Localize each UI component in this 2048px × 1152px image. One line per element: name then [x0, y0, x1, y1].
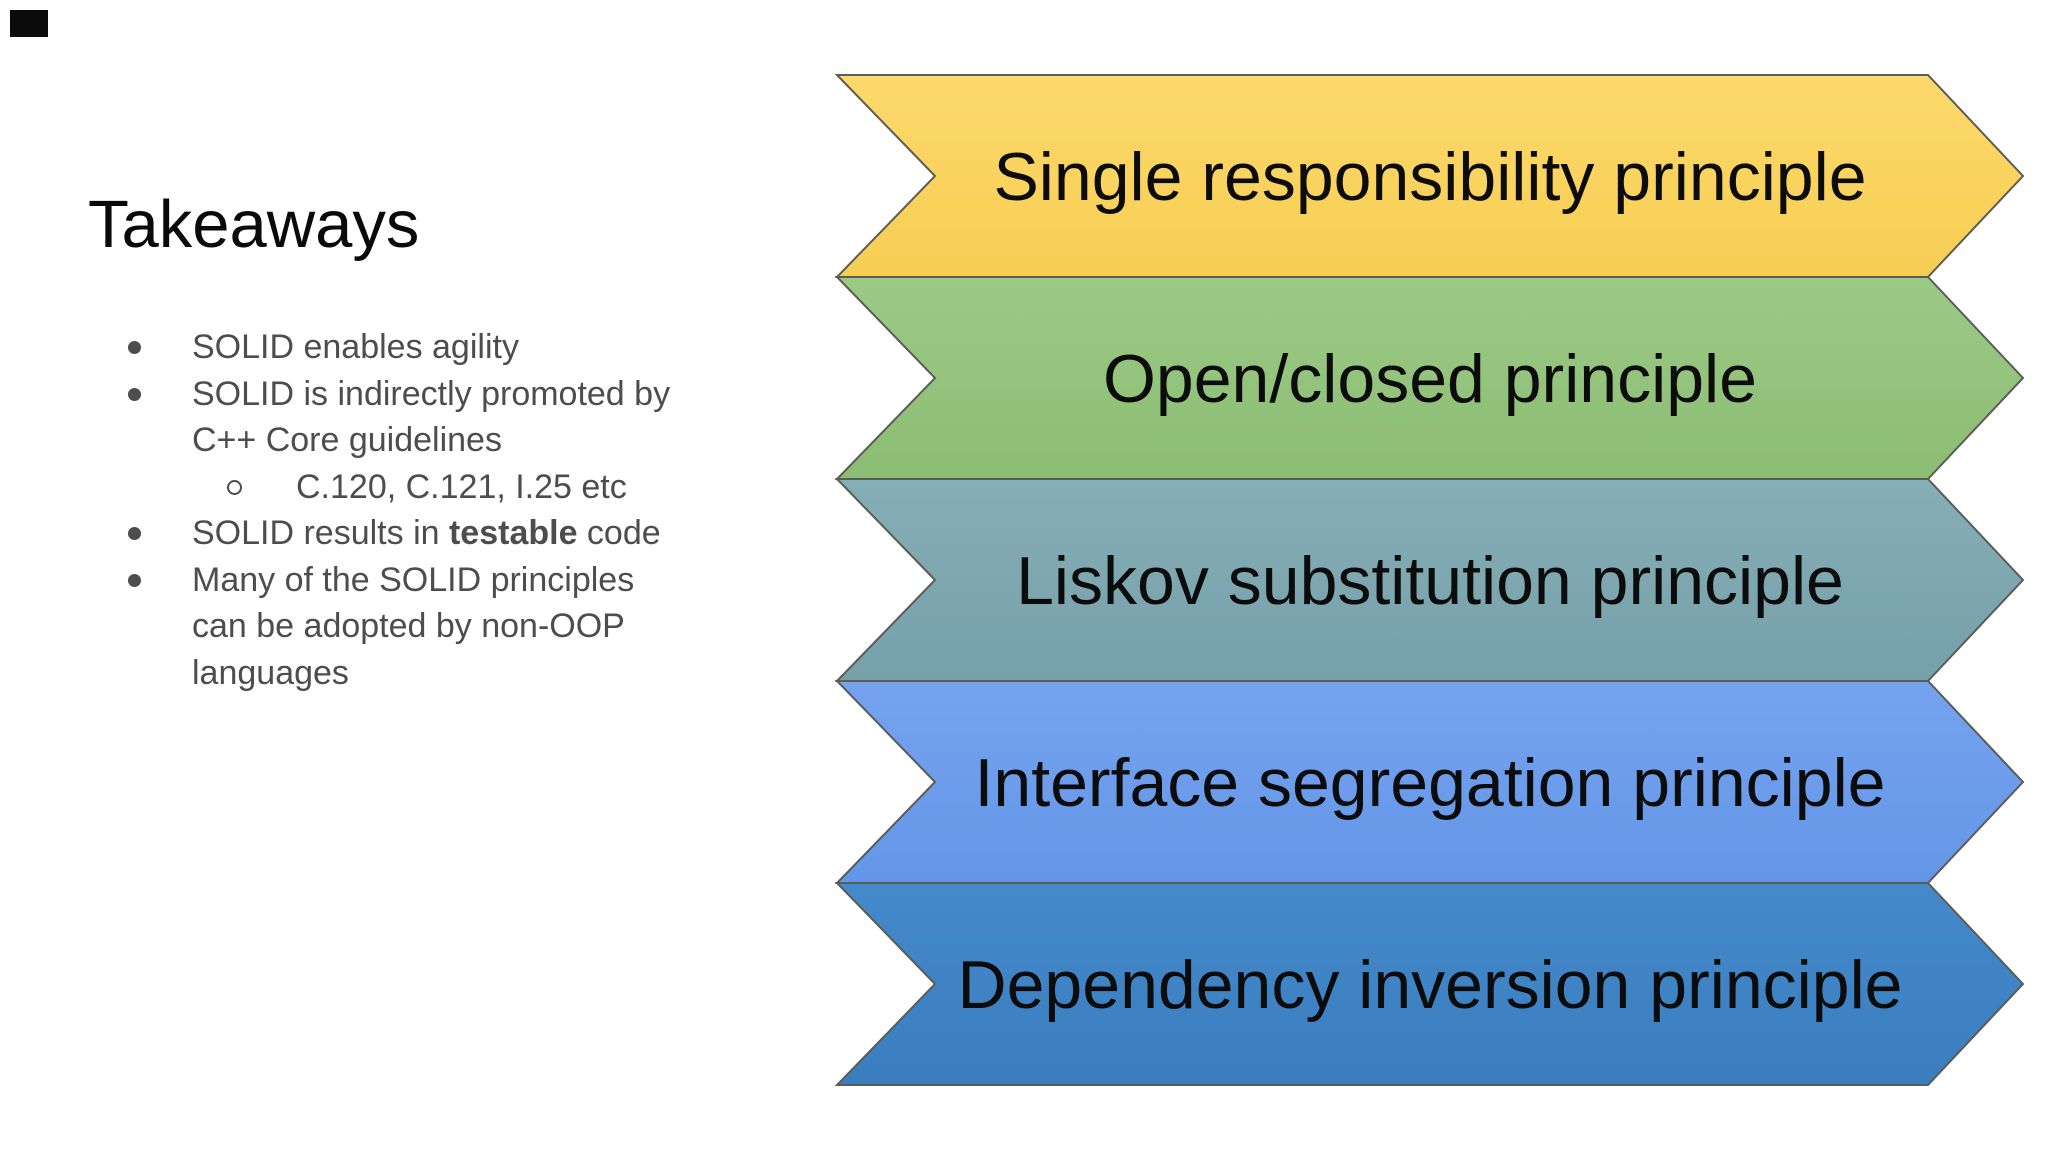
banner-label-open-closed: Open/closed principle — [1103, 341, 1757, 417]
bullet-line: can be adopted by non-OOP — [128, 603, 670, 650]
bullet-text: languages — [192, 653, 349, 692]
banner-label-interface-segregation: Interface segregation principle — [975, 745, 1886, 821]
bullet-text: SOLID is indirectly promoted by — [192, 374, 671, 413]
bullet-line: SOLID enables agility — [128, 324, 670, 371]
banner-label-liskov-substitution: Liskov substitution principle — [1016, 543, 1844, 619]
bullet-disc-icon — [128, 527, 141, 540]
bullet-text: code — [577, 514, 661, 552]
bullet-text: SOLID enables agility — [192, 328, 519, 366]
bullet-text: C++ Core guidelines — [192, 421, 502, 459]
banner-label-single-responsibility: Single responsibility principle — [993, 139, 1866, 215]
bullet-disc-icon — [128, 387, 141, 401]
bullet-disc-icon — [128, 573, 141, 587]
bullet-text: Many of the SOLID principles — [192, 560, 635, 599]
banner-interface-segregation: Interface segregation principle — [834, 680, 2025, 884]
bullet-text: SOLID results in — [192, 514, 449, 552]
banner-label-dependency-inversion: Dependency inversion principle — [958, 947, 1903, 1023]
bullet-text: C.120, C.121, I.25 etc — [296, 467, 627, 506]
bullet-line: C++ Core guidelines — [128, 417, 670, 464]
chevron-shape-dependency-inversion — [834, 882, 2025, 1086]
corner-mark — [10, 10, 48, 37]
page-title: Takeaways — [88, 187, 420, 262]
bullet-line: Many of the SOLID principles — [128, 557, 670, 604]
banner-single-responsibility: Single responsibility principle — [834, 74, 2025, 278]
bullet-line: C.120, C.121, I.25 etc — [128, 464, 670, 511]
bullet-circle-icon — [227, 479, 242, 495]
bullet-line: languages — [128, 650, 670, 697]
bullet-disc-icon — [128, 341, 141, 354]
banner-open-closed: Open/closed principle — [834, 276, 2025, 480]
bullet-line: SOLID is indirectly promoted by — [128, 371, 670, 418]
bullet-text: can be adopted by non-OOP — [192, 607, 625, 645]
banner-dependency-inversion: Dependency inversion principle — [834, 882, 2025, 1086]
bullet-text: testable — [448, 514, 578, 552]
bullet-line: SOLID results in testable code — [128, 510, 670, 557]
banner-liskov-substitution: Liskov substitution principle — [834, 478, 2025, 682]
